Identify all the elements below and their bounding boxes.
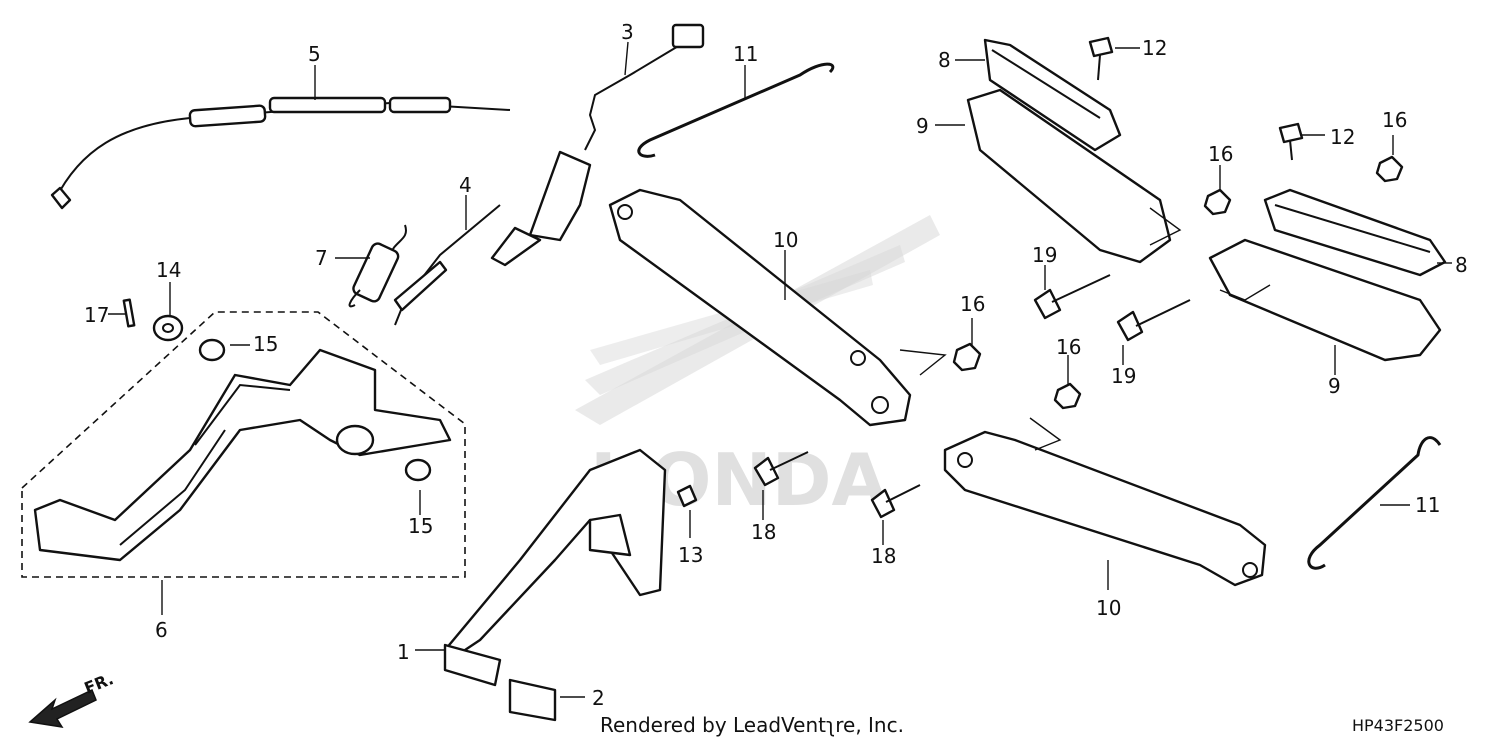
render-credit: Rendered by LeadVentʅre, Inc. bbox=[600, 713, 904, 737]
footpeg-bar-lower bbox=[943, 430, 1267, 587]
nut-16-d bbox=[1375, 155, 1404, 183]
callout-15-upper: 15 bbox=[253, 332, 279, 356]
callout-19-left: 19 bbox=[1032, 243, 1058, 267]
callout-3: 3 bbox=[621, 20, 634, 44]
callout-9-upper: 9 bbox=[916, 114, 929, 138]
callout-18-right: 18 bbox=[871, 544, 897, 568]
callout-11-lower: 11 bbox=[1415, 493, 1441, 517]
callout-18-left: 18 bbox=[751, 520, 777, 544]
footpeg-bar-upper bbox=[608, 188, 912, 427]
pedal-rubber bbox=[508, 678, 557, 722]
nut-16-c bbox=[1203, 188, 1232, 216]
bolt-18-left bbox=[753, 456, 780, 487]
stop-switch bbox=[490, 23, 705, 267]
callout-10-lower: 10 bbox=[1096, 596, 1122, 620]
bolt-19-left bbox=[1033, 288, 1062, 320]
callout-12-lower: 12 bbox=[1330, 125, 1356, 149]
callout-11-upper: 11 bbox=[733, 42, 759, 66]
callout-14: 14 bbox=[156, 258, 182, 282]
cotter-pin bbox=[122, 298, 136, 328]
callout-12-upper: 12 bbox=[1142, 36, 1168, 60]
callout-10-upper: 10 bbox=[773, 228, 799, 252]
assembly-boundary bbox=[21, 311, 466, 578]
leader-lines bbox=[108, 41, 1452, 698]
callout-6: 6 bbox=[155, 618, 168, 642]
spring bbox=[348, 224, 407, 308]
callout-16-mid: 16 bbox=[1208, 142, 1234, 166]
step-assembly-upper bbox=[966, 38, 1172, 264]
hook-rod-upper bbox=[637, 62, 835, 158]
callout-1: 1 bbox=[397, 640, 410, 664]
front-direction-arrow bbox=[28, 688, 97, 728]
nut-16-b bbox=[1053, 382, 1082, 410]
fasteners bbox=[676, 36, 1404, 519]
bolt-12-lower bbox=[1278, 122, 1304, 144]
callout-5: 5 bbox=[308, 42, 321, 66]
bolt-13 bbox=[676, 484, 698, 508]
callout-16-right: 16 bbox=[1382, 108, 1408, 132]
brake-arm bbox=[443, 448, 667, 687]
bolt-12-upper bbox=[1088, 36, 1114, 58]
step-assembly-lower bbox=[1208, 188, 1447, 362]
callout-13: 13 bbox=[678, 543, 704, 567]
callout-16-lower: 16 bbox=[1056, 335, 1082, 359]
bolt-19-right bbox=[1116, 310, 1144, 342]
hook-rod-lower bbox=[1307, 436, 1442, 570]
diagram-code: HP43F2500 bbox=[1352, 716, 1444, 735]
callout-17: 17 bbox=[84, 303, 110, 327]
brake-pedal-assembly bbox=[33, 338, 452, 562]
return-spring bbox=[394, 204, 501, 326]
callout-2: 2 bbox=[592, 686, 605, 710]
nut-16-a bbox=[952, 342, 982, 372]
callout-19-right: 19 bbox=[1111, 364, 1137, 388]
brake-cable bbox=[50, 96, 511, 210]
callout-7: 7 bbox=[315, 246, 328, 270]
callout-16-left: 16 bbox=[960, 292, 986, 316]
callout-4: 4 bbox=[459, 173, 472, 197]
bolt-18-right bbox=[870, 488, 896, 519]
callout-9-lower: 9 bbox=[1328, 374, 1341, 398]
callout-8-lower: 8 bbox=[1455, 253, 1468, 277]
washer bbox=[152, 314, 184, 342]
callout-8-upper: 8 bbox=[938, 48, 951, 72]
callout-15-lower: 15 bbox=[408, 514, 434, 538]
return-spring-coil bbox=[393, 260, 448, 312]
